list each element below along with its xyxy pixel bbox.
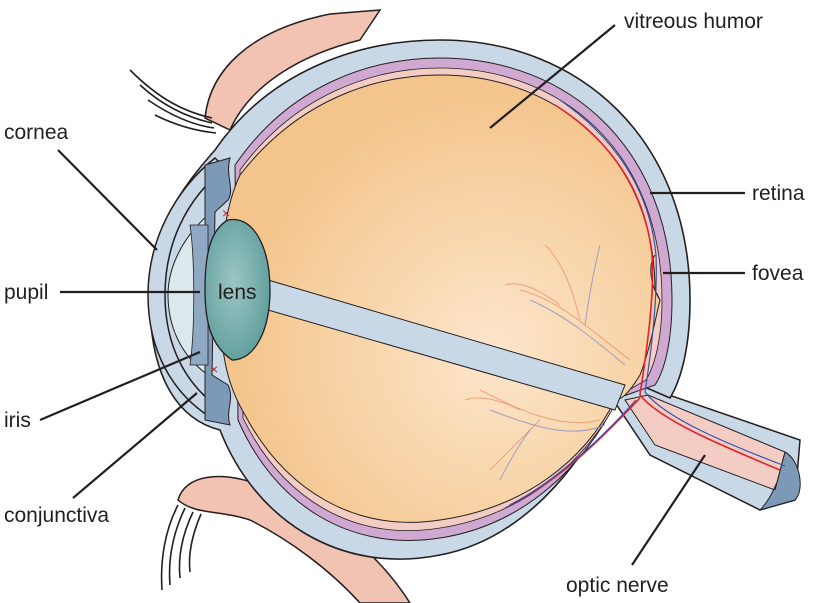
- leader-cornea: [57, 149, 158, 251]
- lower-eyelid: [160, 475, 411, 603]
- leader-lines: [39, 24, 745, 566]
- label-iris: iris: [4, 409, 31, 432]
- ciliary-marker-bottom: ×: [210, 361, 218, 377]
- label-pupil: pupil: [4, 281, 49, 304]
- leader-vitreous-humor: [489, 24, 616, 129]
- upper-eyelid: [129, 9, 382, 134]
- label-cornea: cornea: [4, 121, 69, 144]
- iris-shape: [189, 157, 232, 426]
- optic-nerve-shape: [608, 384, 801, 512]
- label-lens: lens: [218, 281, 257, 304]
- label-vitreous-humor: vitreous humor: [624, 10, 763, 33]
- label-optic-nerve: optic nerve: [566, 574, 669, 597]
- label-conjunctiva: conjunctiva: [4, 504, 110, 527]
- ciliary-marker-top: ×: [222, 205, 230, 221]
- label-retina: retina: [752, 182, 805, 205]
- retinal-vessels: [464, 99, 786, 509]
- lens-shape: [204, 218, 271, 361]
- label-fovea: fovea: [752, 262, 804, 285]
- leader-conjunctiva: [72, 392, 198, 499]
- leader-optic-nerve: [631, 454, 706, 566]
- leader-iris: [39, 350, 201, 422]
